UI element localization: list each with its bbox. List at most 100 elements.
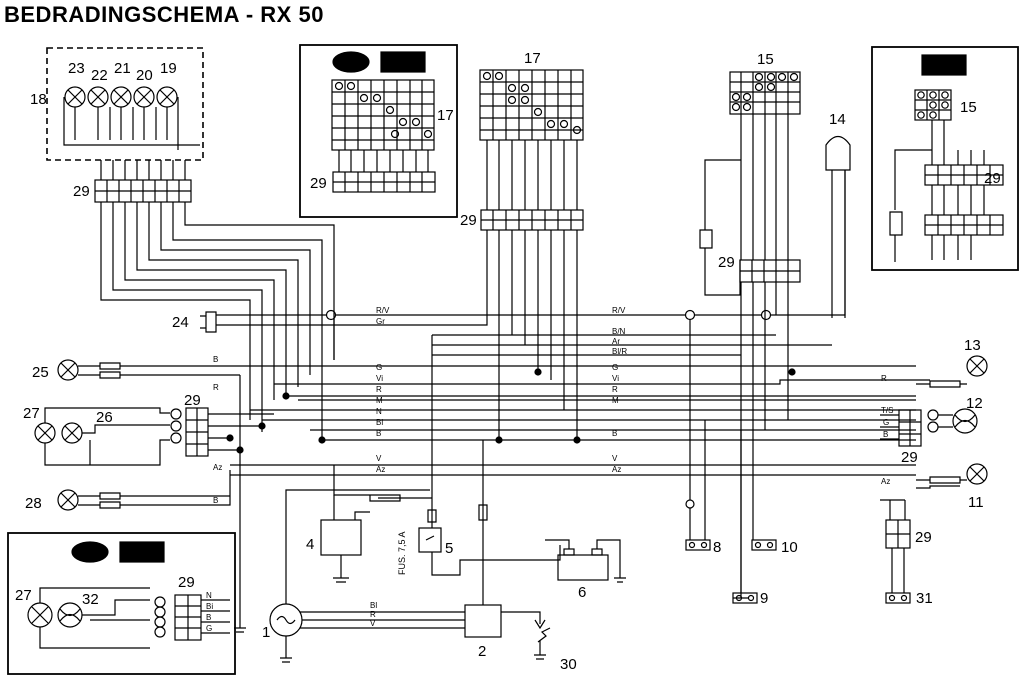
connector-29-left [170, 407, 274, 457]
label-10: 10 [781, 539, 798, 556]
label-22: 22 [91, 67, 108, 84]
wl-b-box: B [206, 613, 211, 622]
wl-b: B [376, 429, 381, 438]
wl-r-2: R [612, 385, 618, 394]
variant-box-right [871, 46, 1019, 271]
wl-az-2: Az [612, 465, 621, 474]
wl-g: G [376, 363, 382, 372]
wl-b-left-2: B [213, 496, 218, 505]
fuse-5 [418, 509, 561, 576]
badge-asd-right: ASD [927, 58, 954, 73]
instrument-cluster-18 [46, 47, 204, 161]
lamp-25 [57, 359, 79, 381]
wl-az-right: Az [881, 477, 890, 486]
variant-box-bottom [7, 532, 236, 675]
label-29-box-bottom: 29 [178, 574, 195, 591]
label-31: 31 [916, 590, 933, 607]
label-20: 20 [136, 67, 153, 84]
label-2: 2 [478, 643, 486, 660]
label-17-box: 17 [437, 107, 454, 124]
label-27: 27 [23, 405, 40, 422]
label-26: 26 [96, 409, 113, 426]
lamp-12 [952, 408, 978, 434]
regulator-4 [320, 495, 362, 583]
lamp-13 [966, 355, 988, 377]
wl-vi: Vi [376, 374, 383, 383]
wl-rv-2: R/V [612, 306, 626, 315]
wl-ts: T/S [881, 406, 893, 415]
connector-29-center [480, 209, 584, 440]
label-23: 23 [68, 60, 85, 77]
wl-g-right: G [883, 418, 889, 427]
wl-ar: Ar [612, 337, 620, 346]
wl-m: M [376, 396, 383, 405]
label-21: 21 [114, 60, 131, 77]
badge-il-top: IL [343, 55, 355, 70]
wl-b-2: B [612, 429, 617, 438]
lamp-22 [87, 86, 109, 108]
label-27-box: 27 [15, 587, 32, 604]
label-28: 28 [25, 495, 42, 512]
lamp-11 [966, 463, 988, 485]
connector-29-cluster [94, 160, 192, 203]
lamp-27 [34, 422, 56, 444]
wl-n-box: N [206, 591, 212, 600]
light-switch-15 [729, 71, 801, 260]
wl-r: R [376, 385, 382, 394]
label-29-right: 29 [718, 254, 735, 271]
page-title: BEDRADINGSCHEMA - RX 50 [4, 2, 324, 27]
spark-plug-30 [534, 627, 551, 660]
label-24: 24 [172, 314, 189, 331]
wl-r-gen: R [370, 610, 376, 619]
wl-v-2: V [612, 454, 618, 463]
connector-8 [685, 539, 711, 551]
lamp-20 [133, 86, 155, 108]
wl-blr: Bl/R [612, 347, 627, 356]
wl-bn: B/N [612, 327, 626, 336]
lamp-19 [156, 86, 178, 108]
horn-14 [825, 135, 851, 318]
label-29-rs: 29 [901, 449, 918, 466]
variant-box-top [299, 44, 458, 218]
wl-vi-2: Vi [612, 374, 619, 383]
wl-r-right: R [881, 374, 887, 383]
label-17: 17 [524, 50, 541, 67]
lamp-26 [61, 422, 83, 444]
label-32: 32 [82, 591, 99, 608]
connector-29-bottom-right [885, 519, 911, 593]
label-5: 5 [445, 540, 453, 557]
label-6: 6 [578, 584, 586, 601]
badge-il-bottom: IL [82, 545, 94, 560]
label-25: 25 [32, 364, 49, 381]
connector-31 [885, 592, 911, 604]
label-8: 8 [713, 539, 721, 556]
label-29-a: 29 [73, 183, 90, 200]
wl-bl: Bl [376, 418, 383, 427]
label-15: 15 [757, 51, 774, 68]
wl-az: Az [376, 465, 385, 474]
wl-g-box: G [206, 624, 212, 633]
label-29-box-right: 29 [984, 170, 1001, 187]
connector-9 [732, 592, 758, 604]
label-29-center: 29 [460, 212, 477, 229]
lamp-23 [64, 86, 86, 108]
lamp-21 [110, 86, 132, 108]
label-30: 30 [560, 656, 577, 673]
label-11: 11 [968, 494, 984, 511]
battery-6 [545, 539, 626, 583]
label-12: 12 [966, 395, 983, 412]
cdi-unit-2 [464, 440, 546, 638]
wl-b-left: B [213, 355, 218, 364]
label-9: 9 [760, 590, 768, 607]
badge-asd-top: ASD [385, 55, 412, 70]
wl-b-right: B [883, 430, 888, 439]
generator-1 [269, 489, 430, 663]
wl-bi-box: Bi [206, 602, 213, 611]
label-4: 4 [306, 536, 314, 553]
label-13: 13 [964, 337, 981, 354]
wl-n: N [376, 407, 382, 416]
lamp-28 [57, 489, 79, 511]
wl-v-gen: V [370, 619, 376, 628]
wl-bl-gen: Bl [370, 601, 377, 610]
label-1: 1 [262, 624, 270, 641]
